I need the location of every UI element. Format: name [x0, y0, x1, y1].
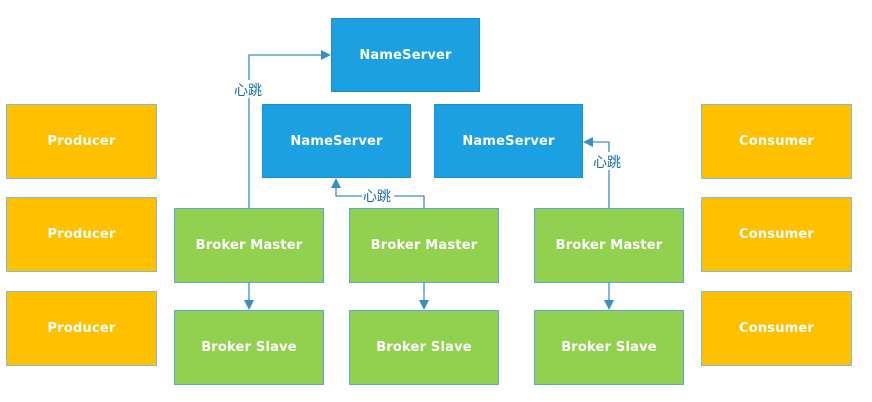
nameserver-label: NameServer	[290, 133, 383, 149]
nameserver-label: NameServer	[462, 133, 555, 149]
consumer-box: Consumer	[701, 197, 852, 272]
broker-master-label: Broker Master	[370, 238, 478, 253]
producer-label: Producer	[47, 321, 116, 336]
nameserver-top-box: NameServer	[331, 18, 480, 92]
producer-label: Producer	[47, 227, 116, 242]
broker-master-label: Broker Master	[555, 238, 663, 253]
nameserver-right-box: NameServer	[434, 104, 583, 178]
producer-box: Producer	[6, 197, 157, 272]
consumer-label: Consumer	[738, 321, 815, 336]
producer-box: Producer	[6, 104, 157, 179]
heartbeat-label-bg	[233, 80, 265, 98]
heartbeat-label: 心跳	[593, 155, 621, 171]
broker-master-box: Broker Master	[174, 208, 324, 283]
broker-slave-box: Broker Slave	[349, 310, 499, 385]
heartbeat-arrow-master1-to-top-nameserver	[248, 50, 331, 208]
heartbeat-arrow-master3-to-right-nameserver	[583, 137, 610, 208]
broker-master-label: Broker Master	[195, 238, 303, 253]
broker-slave-box: Broker Slave	[174, 310, 324, 385]
broker-master-box: Broker Master	[349, 208, 499, 283]
producer-label: Producer	[47, 134, 116, 149]
consumer-box: Consumer	[701, 291, 852, 366]
consumer-label: Consumer	[738, 227, 815, 242]
heartbeat-label-bg	[592, 152, 626, 170]
consumer-label: Consumer	[738, 134, 815, 149]
nameserver-label: NameServer	[359, 47, 452, 63]
broker-slave-label: Broker Slave	[376, 340, 472, 355]
heartbeat-label-bg	[362, 187, 394, 205]
broker-slave-label: Broker Slave	[201, 340, 297, 355]
heartbeat-label: 心跳	[234, 83, 262, 99]
broker-slave-box: Broker Slave	[534, 310, 684, 385]
broker-master-box: Broker Master	[534, 208, 684, 283]
producer-box: Producer	[6, 291, 157, 366]
broker-slave-label: Broker Slave	[561, 340, 657, 355]
consumer-box: Consumer	[701, 104, 852, 179]
heartbeat-label: 心跳	[363, 189, 391, 205]
nameserver-left-box: NameServer	[262, 104, 411, 178]
